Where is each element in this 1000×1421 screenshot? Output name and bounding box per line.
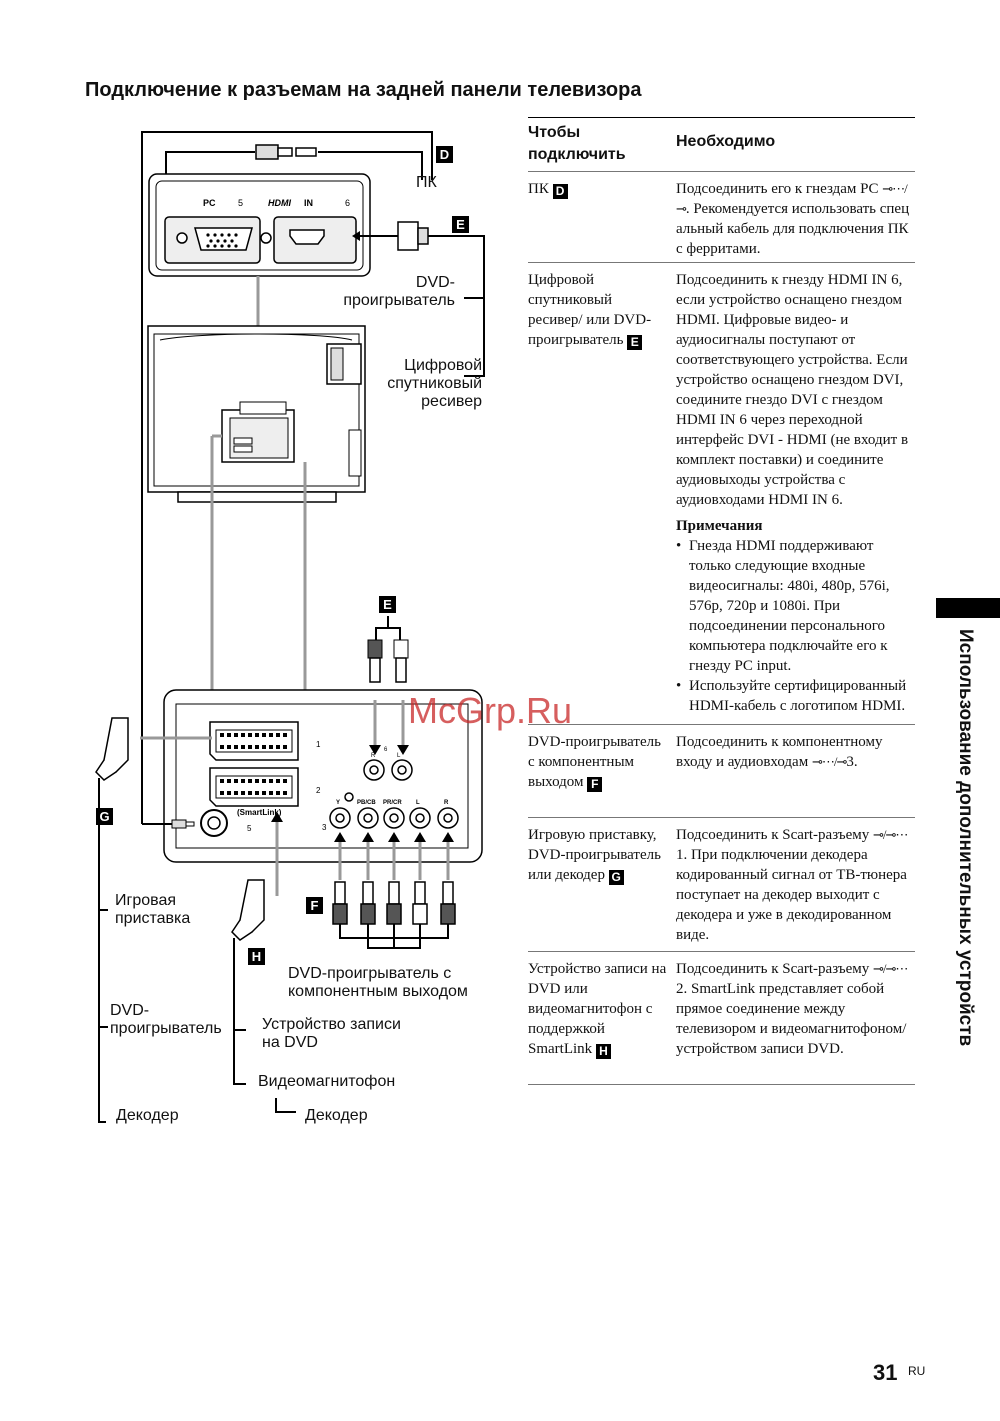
row-device: Цифровой спутниковый ресивер/ или DVD-пр… — [528, 272, 652, 348]
page-language: RU — [908, 1364, 926, 1378]
label-pc: ПК — [416, 174, 437, 191]
scart-icon: ⊸/⊸⋯ — [873, 827, 908, 842]
label-dvd-recorder: Устройство записи на DVD — [262, 1016, 401, 1051]
table-header: Чтобы подключить Необходимо — [528, 117, 915, 172]
panel-pb: PB/CB — [357, 800, 376, 806]
panel-r: R — [371, 753, 376, 759]
table-row: Игровую приставку, DVD-проигрыватель или… — [528, 818, 915, 952]
row-text: Подсоединить к Scart-разъему — [676, 961, 870, 977]
row-text: Подсоединить к компонентному входу и ауд… — [676, 734, 883, 770]
connection-table: Чтобы подключить Необходимо ПК D Подсоед… — [528, 117, 915, 1085]
label-dvd-left: DVD- проигрыватель — [110, 1002, 222, 1037]
row-device: Игровую приставку, DVD-проигрыватель или… — [528, 827, 661, 883]
panel-l2: L — [416, 800, 420, 806]
row-device: DVD-проигрыватель с компонентным выходом — [528, 734, 661, 790]
rca-audio-plugs-icon — [367, 639, 409, 683]
header-col-device: Чтобы подключить — [528, 124, 626, 163]
label-decoder-right: Декодер — [305, 1107, 368, 1124]
panel-scart2-num: 2 — [316, 786, 321, 795]
badge-g: G — [96, 808, 113, 825]
rca-component-plugs-icon — [332, 881, 456, 925]
table-row: ПК D Подсоединить его к гнездам PC ⊸⋯/⊸.… — [528, 172, 915, 263]
row-badge: G — [608, 870, 624, 885]
panel-av3: 3 — [322, 823, 327, 832]
watermark: McGrp.Ru — [408, 690, 573, 731]
panel-pr: PR/CR — [383, 800, 402, 806]
scart-plug-g-icon — [95, 717, 129, 781]
row-text: Подсоединить к гнезду HDMI IN 6, если ус… — [676, 272, 909, 508]
badge-d: D — [436, 146, 453, 163]
label-game-console: Игровая приставка — [115, 892, 191, 927]
scart-icon: ⊸/⊸⋯ — [873, 961, 908, 976]
hdmi-plug-icon — [397, 221, 429, 251]
tv-illustration — [147, 325, 366, 503]
panel-hdmi-in: IN — [304, 198, 313, 208]
top-panel — [148, 173, 371, 277]
pc-input-icon: ⊸⋯/⊸ — [676, 181, 908, 216]
pc-plug-icon — [255, 144, 317, 160]
scart-plug-h-icon — [231, 879, 265, 941]
badge-f: F — [306, 897, 323, 914]
label-vcr: Видеомагнитофон — [258, 1073, 396, 1090]
row-text-cont: 3. — [846, 754, 858, 770]
row-text: Подсоединить его к гнездам PC — [676, 181, 879, 197]
notes-list: Гнезда HDMI поддерживают только следующи… — [676, 536, 915, 716]
label-decoder-left: Декодер — [116, 1107, 179, 1124]
header-col-action: Необходимо — [676, 133, 776, 150]
badge-e: E — [452, 216, 469, 233]
table-row: DVD-проигрыватель с компонентным выходом… — [528, 725, 915, 818]
label-dvd-component: DVD-проигрыватель с компонентным выходом — [288, 965, 468, 1000]
badge-h: H — [248, 948, 265, 965]
panel-pc-num: 5 — [238, 198, 243, 208]
row-text-cont: 1. При подключении декодера кодированный… — [676, 847, 907, 943]
panel-smartlink: (SmartLink) — [237, 808, 282, 817]
pc-cable-outer — [141, 131, 433, 824]
label-dvd-top: DVD- проигрыватель — [343, 274, 455, 309]
panel-scart1-num: 1 — [316, 740, 321, 749]
scart-pins — [220, 733, 287, 795]
row-badge: E — [627, 335, 643, 350]
note-item: Гнезда HDMI поддерживают только следующи… — [676, 536, 915, 676]
panel-r2: R — [444, 800, 449, 806]
panel-pc-label: PC — [203, 198, 216, 208]
row-text-cont: . Рекомендуется использовать спец альный… — [676, 201, 910, 257]
table-row: Цифровой спутниковый ресивер/ или DVD-пр… — [528, 263, 915, 725]
page-number: 31 — [873, 1360, 898, 1385]
panel-l: L — [397, 753, 401, 759]
row-badge: D — [552, 184, 568, 199]
row-badge: F — [587, 777, 603, 792]
badge-e-audio: E — [379, 596, 396, 613]
label-satellite: Цифровой спутниковый ресивер — [387, 357, 482, 410]
panel-av5: 5 — [247, 824, 252, 833]
page-title: Подключение к разъемам на задней панели … — [85, 79, 642, 101]
panel-av6: 6 — [384, 747, 388, 753]
panel-y: Y — [336, 800, 340, 806]
row-badge: H — [595, 1044, 611, 1059]
row-device: ПК — [528, 181, 549, 197]
table-row: Устройство записи на DVD или видеомагнит… — [528, 952, 915, 1085]
notes-title: Примечания — [676, 518, 763, 534]
panel-hdmi-label: HDMI — [268, 198, 291, 208]
note-item: Используйте сертифицированный HDMI-кабел… — [676, 676, 915, 716]
row-text: Подсоединить к Scart-разъему — [676, 827, 870, 843]
side-tab-label: Использование дополнительных устройств — [955, 629, 976, 1047]
component-input-icon: ⊸⋯/⊸ — [811, 754, 847, 769]
row-device: Устройство записи на DVD или видеомагнит… — [528, 961, 667, 1057]
side-tab-marker — [936, 598, 1000, 618]
row-text-cont: 2. SmartLink представляет собой прямое с… — [676, 981, 907, 1057]
panel-hdmi-num: 6 — [345, 198, 350, 208]
